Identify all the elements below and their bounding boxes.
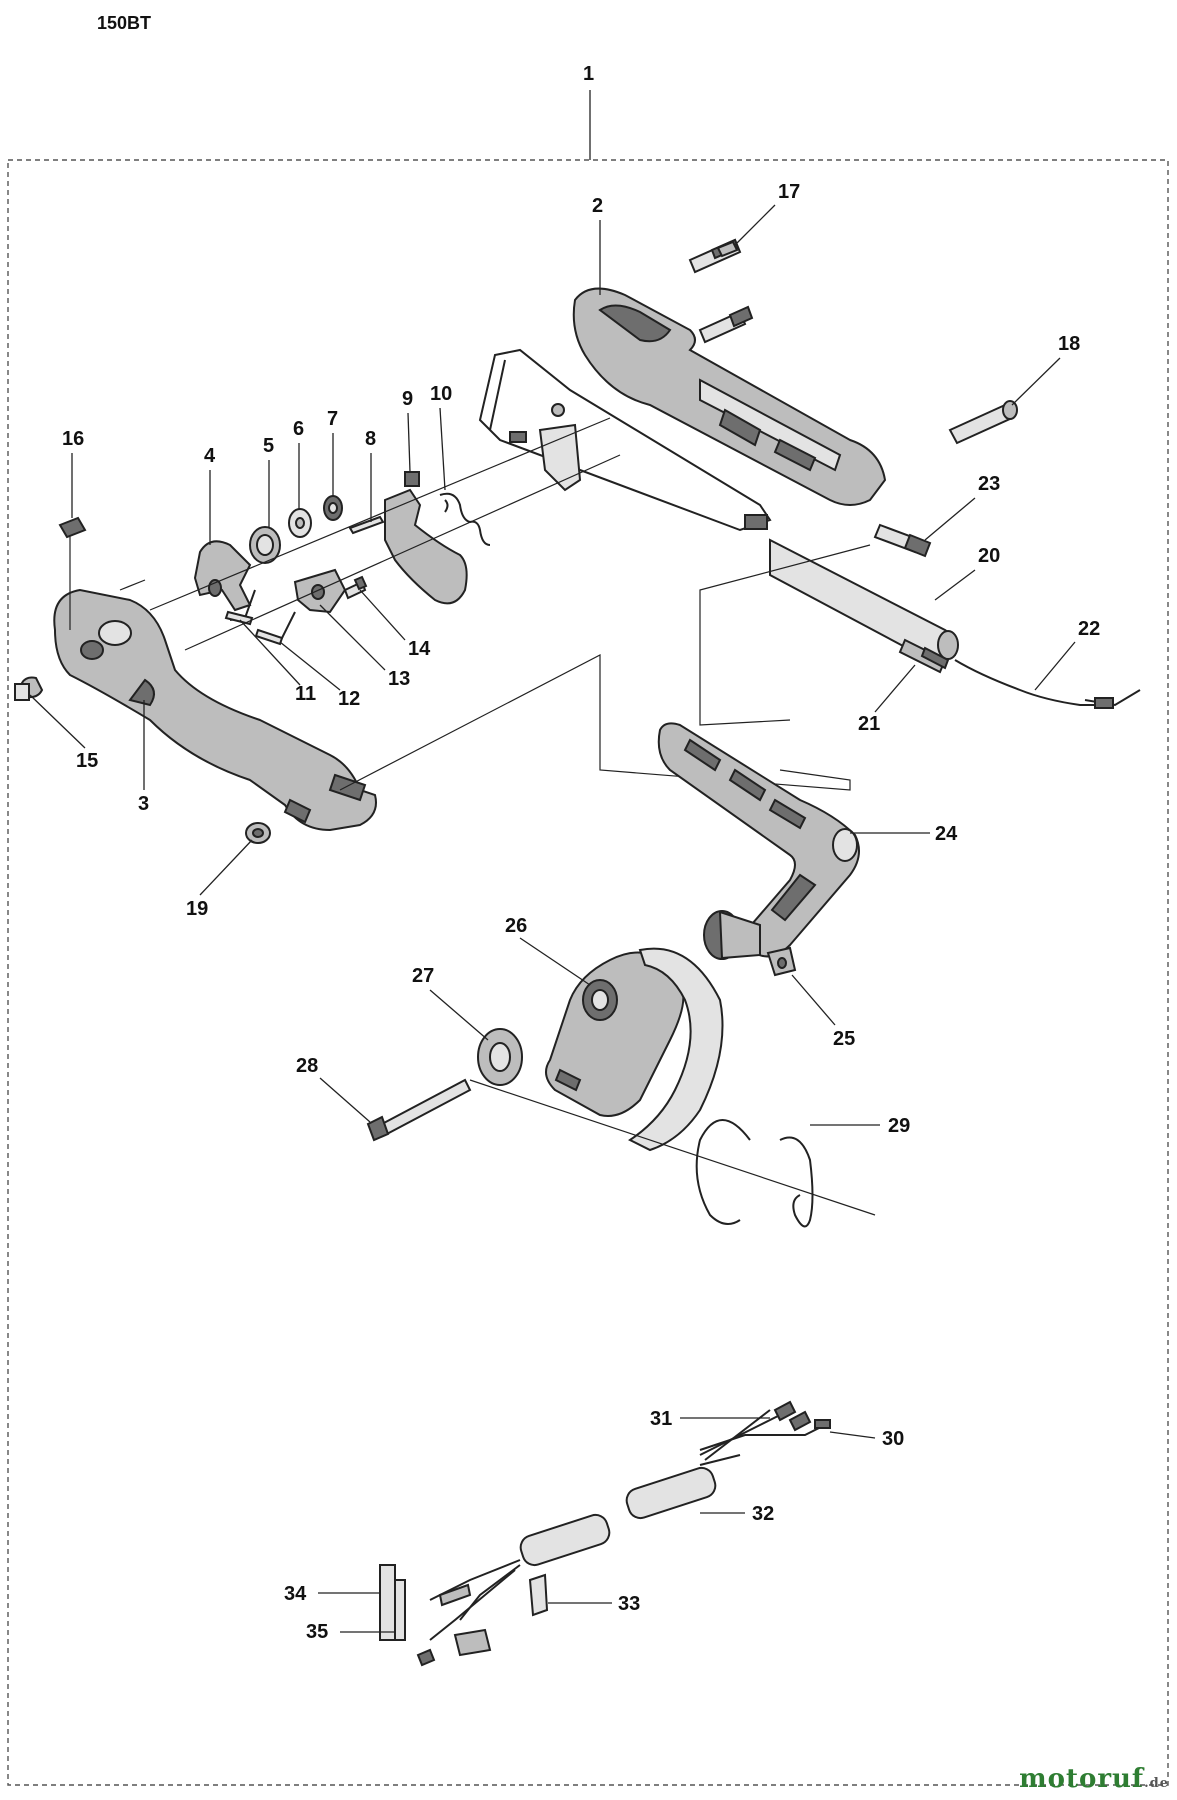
model-title: 150BT [97,13,152,33]
wire-clip-2 [744,514,768,530]
callout-3: 3 [138,793,149,815]
wire-clip [509,431,527,443]
switch-bracket [538,423,582,492]
wire-loop-29 [695,1119,814,1228]
nut-19 [245,822,271,844]
callout-10: 10 [430,383,452,405]
callout-19: 19 [186,898,208,920]
screw-17b [698,305,754,344]
callout-22: 22 [1078,618,1100,640]
knob-15 [14,676,44,701]
bolt-28 [366,1078,472,1142]
callout-29: 29 [888,1115,910,1137]
spring-clip-12 [254,611,296,646]
callout-20: 20 [978,545,1000,567]
pin-8 [348,515,385,535]
callout-32: 32 [752,1503,774,1525]
watermark-logo: motoruf.de [1019,1764,1169,1794]
callout-31: 31 [650,1408,672,1430]
washer-6 [288,508,312,538]
callout-2: 2 [592,195,603,217]
callout-27: 27 [412,965,434,987]
callout-5: 5 [263,435,274,457]
callout-28: 28 [296,1055,318,1077]
callout-12: 12 [338,688,360,710]
spring-10 [439,492,491,546]
clamp-26 [545,947,724,1152]
callout-1: 1 [583,63,594,85]
callout-18: 18 [1058,333,1080,355]
callout-16: 16 [62,428,84,450]
loop-handle-24 [657,722,860,958]
upper-handle-part [572,287,887,506]
assembly-frame [7,159,1169,1786]
callout-4: 4 [204,445,216,467]
callout-13: 13 [388,668,410,690]
callout-8: 8 [365,428,376,450]
callout-23: 23 [978,473,1000,495]
callout-26: 26 [505,915,527,937]
gear-end-24 [703,910,761,960]
bushing-5 [249,526,281,564]
callout-11: 11 [295,683,316,705]
callout-9: 9 [402,388,413,410]
screw-23 [873,523,932,558]
corrugated-tube-2 [519,1513,611,1567]
clip-16 [58,516,87,539]
callout-30: 30 [882,1428,904,1450]
nut-25 [766,946,797,977]
callout-15: 15 [76,750,98,772]
trigger-9 [384,471,468,605]
callout-14: 14 [408,638,431,660]
harness-30-35 [379,1400,831,1667]
screw-17 [688,238,742,274]
lower-handle-part [53,588,377,832]
spring-clip-11 [224,589,256,626]
callout-21: 21 [858,713,880,735]
callout-17: 17 [778,181,800,203]
callout-25: 25 [833,1028,855,1050]
corrugated-tube-1 [625,1466,717,1520]
callout-34: 34 [284,1583,307,1605]
knob-27 [477,1028,523,1086]
screw-14 [343,575,368,600]
star-washer-7 [323,495,343,521]
callout-24: 24 [935,823,958,845]
cable-22 [954,659,1110,706]
pin-18 [948,400,1018,445]
callout-33: 33 [618,1593,640,1615]
connector-21 [898,638,950,674]
callout-6: 6 [293,418,304,440]
tube-part-20 [769,538,959,663]
callout-7: 7 [327,408,338,430]
callout-35: 35 [306,1621,328,1643]
wing-knob-4 [193,540,252,612]
